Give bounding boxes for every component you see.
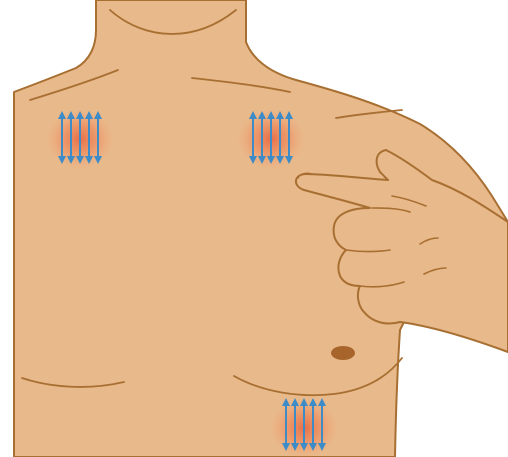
nipple xyxy=(331,346,355,360)
